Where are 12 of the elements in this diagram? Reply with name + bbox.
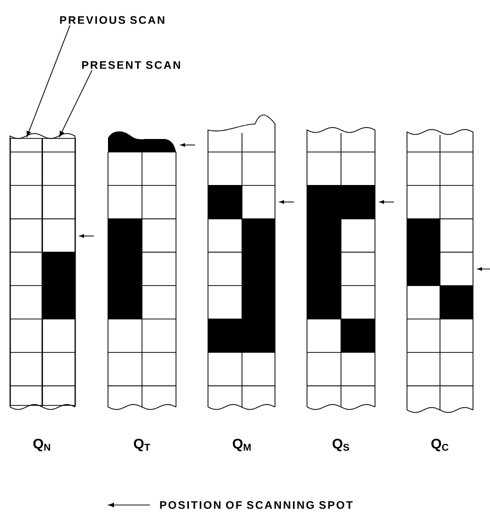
- strip-label: Q$_{S}$: [332, 438, 350, 452]
- scan-label: PRESENT SCAN: [82, 61, 180, 69]
- legend-text: POSITION OF SCANNING SPOT: [160, 501, 353, 509]
- leader-line: [26, 24, 70, 137]
- strip-label: Q$_{N}$: [33, 438, 50, 452]
- scan-label: PREVIOUS SCAN: [60, 16, 164, 24]
- scan-column: [10, 138, 43, 406]
- strip-label: Q$_{T}$: [134, 438, 150, 452]
- leader-line: [59, 70, 92, 137]
- strip-label: Q$_{C}$: [431, 438, 448, 452]
- scan-column: [42, 138, 76, 406]
- strip-label: Q$_{M}$: [232, 438, 251, 452]
